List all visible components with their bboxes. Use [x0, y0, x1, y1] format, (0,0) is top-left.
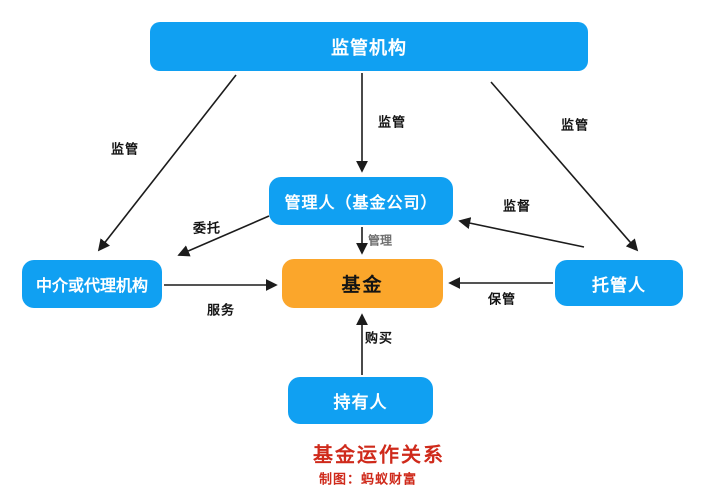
edge-label-service: 服务	[206, 302, 236, 318]
edge-label-oversee: 监督	[502, 198, 532, 214]
edge-supervise-left-arrow	[97, 74, 237, 252]
edge-entrust-arrow	[177, 215, 270, 257]
node-agency: 中介或代理机构	[22, 260, 162, 308]
edge-label-supervise-right: 监管	[560, 117, 590, 133]
diagram-credit: 制图：蚂蚁财富	[318, 471, 418, 487]
node-regulator: 监管机构	[150, 22, 588, 71]
edge-label-purchase: 购买	[364, 330, 394, 346]
node-custodian: 托管人	[555, 260, 683, 306]
node-manager: 管理人（基金公司）	[269, 177, 453, 225]
edge-oversee-arrow	[458, 217, 585, 248]
edge-label-supervise-left: 监管	[110, 141, 140, 157]
edge-label-entrust: 委托	[192, 220, 222, 236]
node-holder: 持有人	[288, 377, 433, 424]
edge-label-manage: 管理	[367, 233, 393, 248]
diagram-title: 基金运作关系	[313, 444, 445, 467]
node-fund: 基金	[282, 259, 443, 308]
edge-label-custody: 保管	[487, 291, 517, 307]
edge-supervise-right-arrow	[490, 81, 639, 252]
edge-label-supervise-mid: 监管	[377, 114, 407, 130]
